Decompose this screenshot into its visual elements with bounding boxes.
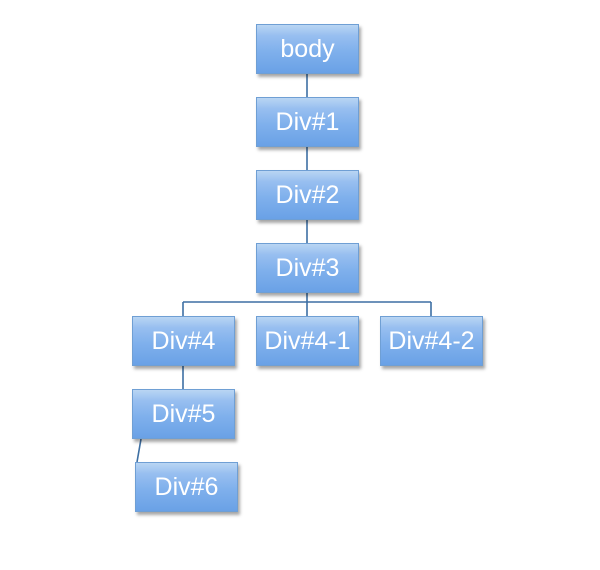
node-div6-label: Div#6 [154,472,219,501]
node-div4-1-label: Div#4-1 [264,326,351,355]
node-div4-1: Div#4-1 [256,316,359,366]
node-div3-label: Div#3 [275,253,340,282]
node-div4-label: Div#4 [151,326,216,355]
node-div2: Div#2 [256,170,359,220]
node-div4-2-label: Div#4-2 [388,326,475,355]
node-div5: Div#5 [132,389,235,439]
node-div6: Div#6 [135,462,238,512]
node-div2-label: Div#2 [275,180,340,209]
node-div1: Div#1 [256,97,359,147]
node-div5-label: Div#5 [151,399,216,428]
node-body-label: body [280,34,335,63]
node-body: body [256,24,359,74]
edge-div5-div6 [136,438,142,463]
node-div4: Div#4 [132,316,235,366]
node-div4-2: Div#4-2 [380,316,483,366]
node-div3: Div#3 [256,243,359,293]
node-div1-label: Div#1 [275,107,340,136]
